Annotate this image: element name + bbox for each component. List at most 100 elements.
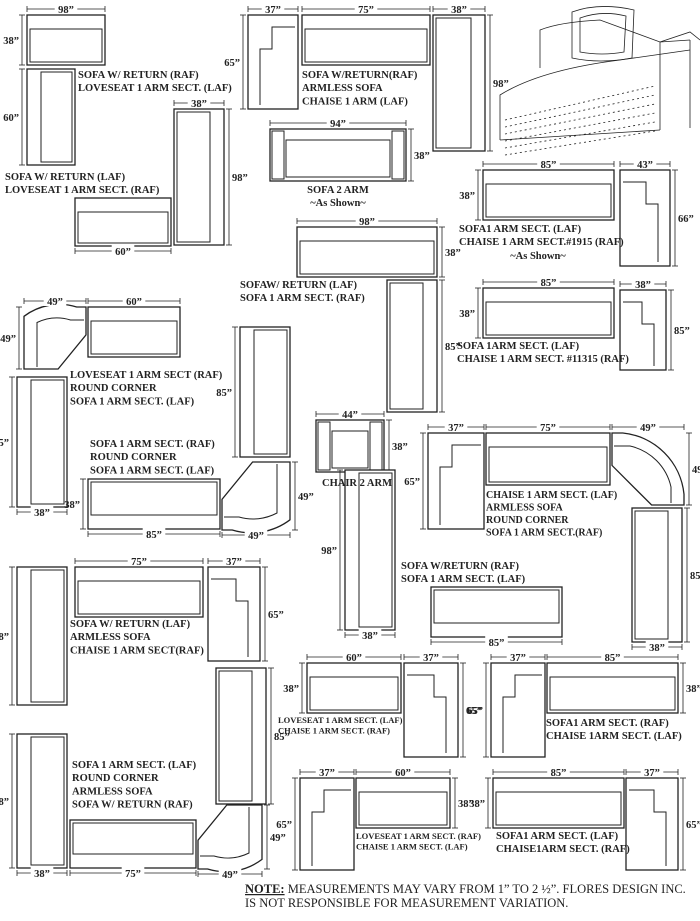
configuration-label-line: CHAISE 1 ARM SECT(RAF): [70, 645, 204, 656]
sectional-piece-p33: 37”65”: [467, 651, 546, 758]
dimension-label: 49”: [640, 423, 656, 434]
dimension-label-bg: [391, 766, 415, 777]
dimension-label-bg: [355, 215, 379, 226]
configuration-label-line: ARMLESS SOFA: [302, 83, 383, 94]
piece-seat: [623, 301, 655, 366]
configuration-label-line: LOVESEAT 1 ARM SECT. (LAF): [278, 715, 403, 725]
configuration-label-line: SOFA 1 ARM SECT.(RAF): [486, 528, 602, 539]
piece-arm: [391, 130, 405, 180]
sectional-piece-p14: 38”85”: [619, 278, 690, 371]
sectional-piece-p4: 38”98”: [173, 97, 248, 246]
configuration-label-line: CHAISE 1 ARM SECT. #11315 (RAF): [457, 354, 629, 365]
sectional-piece-p25: 38”85”: [631, 507, 700, 654]
piece-outline: [74, 197, 172, 247]
piece-seat: [253, 329, 288, 455]
dimension-label-bg: [187, 97, 211, 108]
dimension-label: 37”: [319, 768, 335, 779]
dimension-label: 75”: [131, 557, 147, 568]
sectional-piece-p37: 75”: [69, 819, 197, 880]
dimension-label-bg: [419, 651, 443, 662]
sketch-seat-stitching: [504, 94, 656, 128]
configuration-label-line: ROUND CORNER: [70, 383, 157, 394]
configuration-label-line: ROUND CORNER: [90, 452, 177, 463]
dimension-label: 65”: [268, 610, 284, 621]
note-text-1: MEASUREMENTS MAY VARY FROM 1” TO 2 ½”. F…: [285, 882, 686, 896]
dimension-label-bg: [506, 651, 530, 662]
dimension-label: 49”: [0, 334, 16, 345]
configuration-label-line: SOFA W/RETURN(RAF): [302, 70, 418, 81]
dimension-label-bg: [485, 636, 508, 647]
sectional-piece-p21: 49”49”: [221, 461, 314, 542]
sectional-piece-p32: 37” 65”: [403, 651, 482, 758]
dimension-label: 85”: [0, 438, 9, 449]
piece-outline: [239, 326, 291, 458]
piece-seat: [485, 183, 612, 218]
configuration-label-line: ROUND CORNER: [486, 515, 569, 526]
piece-outline: [386, 279, 438, 413]
dimension-label: 85”: [445, 342, 461, 353]
dimension-label: 66”: [678, 214, 694, 225]
dimension-label-bg: [315, 766, 339, 777]
dimension-label: 37”: [265, 5, 281, 16]
sectional-piece-p29: 75”: [74, 555, 204, 618]
piece-seat: [439, 444, 481, 525]
configuration-label-line: CHAISE 1 ARM SECT. (LAF): [486, 490, 617, 501]
dimension-label: 44”: [342, 410, 358, 421]
dimension-label-bg: [30, 867, 54, 878]
dimension-label: 49”: [47, 297, 63, 308]
piece-seat: [36, 317, 84, 367]
dimension-label-bg: [127, 555, 151, 566]
sketch-seat-line: [499, 49, 691, 140]
dimension-label-bg: [631, 278, 655, 289]
dimension-label-bg: [30, 506, 54, 517]
sectional-piece-p38: 49”49”: [197, 804, 286, 881]
dimension-label: 38”: [445, 248, 461, 259]
piece-outline: [344, 469, 396, 631]
dimension-label: 38”: [451, 5, 467, 16]
note-line-1: NOTE: MEASUREMENTS MAY VARY FROM 1” TO 2…: [245, 882, 686, 896]
dimension-label: 75”: [358, 5, 374, 16]
sectional-piece-p18: 85”: [216, 326, 291, 458]
dimension-label: 38”: [458, 799, 474, 810]
dimension-label: 65”: [466, 706, 482, 717]
configuration-label: SOFA W/ RETURN (LAF)LOVESEAT 1 ARM SECT.…: [5, 172, 160, 196]
configuration-label-line: SOFA 1 ARM SECT. (RAF): [240, 293, 365, 304]
piece-arm: [271, 130, 285, 180]
piece-outline: [631, 507, 683, 643]
dimension-label: 38”: [649, 643, 665, 654]
piece-outline: [355, 777, 451, 829]
piece-outline: [492, 777, 625, 829]
configuration-label: LOVESEAT 1 ARM SECT. (LAF)CHAISE 1 ARM S…: [278, 715, 403, 736]
configuration-label-line: SOFA1 ARM SECT. (LAF): [459, 224, 582, 235]
configuration-label-line: ARMLESS SOFA: [70, 632, 151, 643]
configuration-label: SOFA W/ RETURN (RAF)LOVESEAT 1 ARM SECT.…: [78, 70, 232, 94]
piece-seat: [211, 578, 249, 657]
piece-seat: [30, 736, 65, 866]
configuration-label-line: CHAISE 1 ARM SECT. (RAF): [278, 726, 390, 736]
piece-outline: [16, 566, 68, 706]
piece-seat: [389, 282, 424, 410]
configuration-label-line: ARMLESS SOFA: [486, 503, 564, 514]
dimension-label: 85”: [541, 278, 557, 289]
configuration-label-line: ARMLESS SOFA: [72, 786, 153, 797]
piece-seat: [176, 111, 211, 243]
sketch-seat-stitching: [504, 130, 656, 156]
dimension-label-bg: [142, 528, 166, 539]
piece-outline: [16, 376, 68, 508]
dimension-label: 38”: [64, 500, 80, 511]
configuration-label-line: ~As Shown~: [510, 251, 566, 262]
note-line-2: IS NOT RESPONSIBLE FOR MEASUREMENT VARIA…: [245, 896, 568, 910]
piece-seat: [259, 26, 295, 105]
piece-seat: [488, 446, 608, 483]
piece-outline: [485, 432, 611, 486]
dimension-label: 98”: [232, 173, 248, 184]
dimension-label-bg: [342, 651, 366, 662]
sectional-piece-p28: 98”: [0, 566, 68, 706]
sectional-piece-p39: 37”65”: [276, 766, 355, 871]
piece-outline: [26, 14, 106, 66]
dimension-label: 37”: [423, 653, 439, 664]
sectional-piece-p2: 60”: [3, 68, 76, 166]
